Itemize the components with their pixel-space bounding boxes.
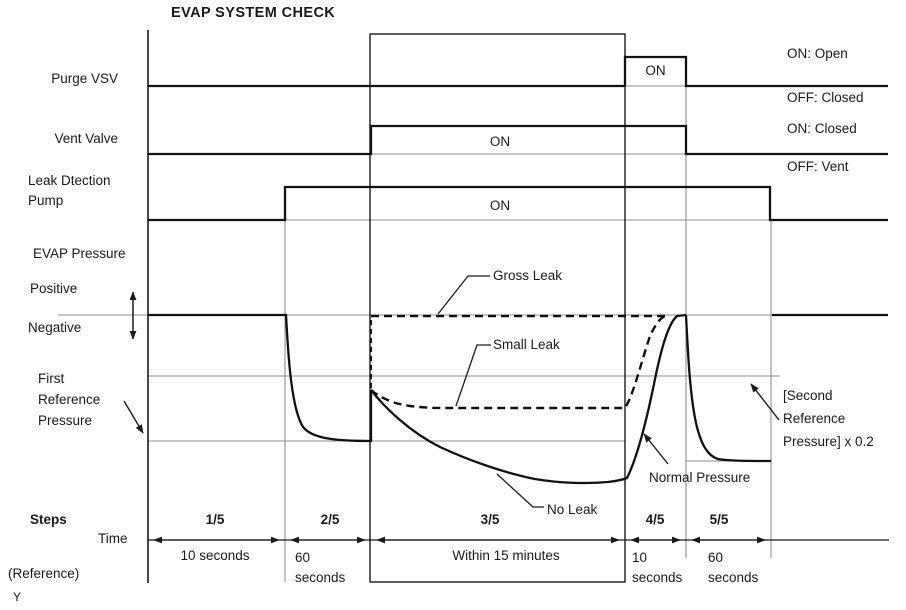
leak-pump-label: Leak Dtection Pump bbox=[28, 173, 111, 208]
leak-pump-on-label: ON bbox=[489, 198, 511, 213]
step-3-duration: Within 15 minutes bbox=[452, 548, 560, 563]
small-leak-label: Small Leak bbox=[493, 337, 560, 352]
reference-grid-lines bbox=[58, 85, 888, 582]
purge-vsv-label: Purge VSV bbox=[51, 71, 118, 86]
step-4-number: 4/5 bbox=[645, 512, 665, 527]
reference-label: (Reference) bbox=[8, 566, 80, 581]
page-title: EVAP SYSTEM CHECK bbox=[171, 5, 336, 21]
vent-valve-on-label: ON bbox=[489, 134, 511, 149]
legend-vent-on: ON: Closed bbox=[787, 121, 857, 136]
step-1-number: 1/5 bbox=[205, 512, 225, 527]
vent-valve-trace bbox=[148, 124, 888, 156]
pressure-trace-steps-1-2 bbox=[148, 313, 373, 443]
step-5-number: 5/5 bbox=[709, 512, 729, 527]
second-reference-pointer-arrow bbox=[750, 383, 780, 421]
no-leak-curve bbox=[370, 313, 687, 485]
evap-pressure-label: EVAP Pressure bbox=[33, 246, 126, 261]
normal-pressure-pointer-arrow bbox=[643, 433, 669, 465]
legend-vent-off: OFF: Vent bbox=[787, 159, 849, 174]
step-1-duration: 10 seconds bbox=[180, 548, 250, 563]
normal-pressure-curve bbox=[684, 314, 772, 463]
step-3-number: 3/5 bbox=[480, 512, 500, 527]
leak-pump-trace bbox=[148, 185, 888, 222]
legend-purge-on: ON: Open bbox=[787, 46, 848, 61]
time-label: Time bbox=[98, 531, 128, 546]
steps-label: Steps bbox=[30, 512, 67, 527]
normal-pressure-label: Normal Pressure bbox=[649, 470, 751, 485]
corner-footnote: Y bbox=[13, 590, 22, 604]
purge-vsv-trace bbox=[148, 55, 888, 88]
vent-valve-label: Vent Valve bbox=[54, 131, 118, 146]
no-leak-label: No Leak bbox=[547, 502, 598, 517]
purge-vsv-on-label: ON bbox=[645, 63, 666, 78]
step-5-duration: 60 seconds bbox=[708, 550, 759, 585]
first-reference-pressure-label: First Reference Pressure bbox=[38, 371, 101, 428]
first-reference-pointer-arrow bbox=[123, 400, 144, 434]
small-leak-leader-line bbox=[455, 344, 491, 407]
step-2-number: 2/5 bbox=[320, 512, 340, 527]
step-2-duration: 60 seconds bbox=[295, 550, 346, 585]
step-4-duration: 10 seconds bbox=[632, 550, 683, 585]
small-leak-curve bbox=[370, 313, 668, 410]
second-reference-pressure-label: [Second Reference Pressure] x 0.2 bbox=[783, 388, 874, 449]
no-leak-leader-line bbox=[496, 473, 544, 508]
negative-label: Negative bbox=[28, 320, 82, 335]
positive-label: Positive bbox=[30, 281, 78, 296]
legend-purge-off: OFF: Closed bbox=[787, 90, 864, 105]
step3-highlight-box bbox=[369, 33, 626, 583]
gross-leak-leader-line bbox=[437, 275, 490, 315]
gross-leak-label: Gross Leak bbox=[493, 268, 563, 283]
